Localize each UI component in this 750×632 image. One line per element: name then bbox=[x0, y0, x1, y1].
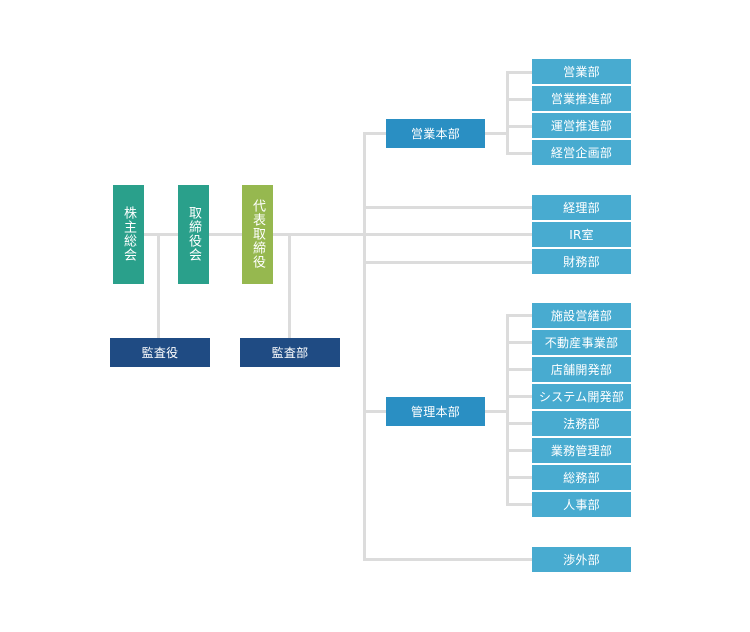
sales-promotion-department-box: 営業推進部 bbox=[532, 86, 631, 111]
auditor-box: 監査役 bbox=[110, 338, 210, 367]
finance-connector bbox=[363, 261, 532, 264]
sales-department-connector bbox=[506, 71, 532, 74]
accounting-department-box: 経理部 bbox=[532, 195, 631, 220]
management-departments-vertical-line bbox=[506, 314, 509, 506]
board-of-directors-box: 取締役会 bbox=[178, 185, 209, 284]
management-division-connector bbox=[363, 410, 386, 413]
finance-department-box: 財務部 bbox=[532, 249, 631, 274]
auditor-branch-line bbox=[157, 233, 160, 339]
sales-department-connector bbox=[506, 152, 532, 155]
audit-department-box: 監査部 bbox=[240, 338, 340, 367]
management-department-connector bbox=[506, 395, 532, 398]
management-division-box: 管理本部 bbox=[386, 397, 485, 426]
sales-division-connector bbox=[363, 132, 386, 135]
shareholders-meeting-box: 株主総会 bbox=[113, 185, 144, 284]
management-department-connector bbox=[506, 449, 532, 452]
sales-department-connector bbox=[506, 125, 532, 128]
store-development-department-box: 店舗開発部 bbox=[532, 357, 631, 382]
management-department-connector bbox=[506, 503, 532, 506]
management-department-connector bbox=[506, 476, 532, 479]
corporate-planning-department-box: 経営企画部 bbox=[532, 140, 631, 165]
management-department-connector bbox=[506, 368, 532, 371]
sales-departments-vertical-line bbox=[506, 71, 509, 155]
sales-division-box: 営業本部 bbox=[386, 119, 485, 148]
audit-department-branch-line bbox=[288, 233, 291, 339]
external-affairs-department-box: 渉外部 bbox=[532, 547, 631, 572]
ir-connector bbox=[363, 233, 532, 236]
central-vertical-line bbox=[363, 132, 366, 559]
business-management-department-box: 業務管理部 bbox=[532, 438, 631, 463]
legal-department-box: 法務部 bbox=[532, 411, 631, 436]
management-department-connector bbox=[506, 422, 532, 425]
sales-department-connector bbox=[506, 98, 532, 101]
operations-promotion-department-box: 運営推進部 bbox=[532, 113, 631, 138]
system-development-department-box: システム開発部 bbox=[532, 384, 631, 409]
management-division-right-connector bbox=[485, 410, 508, 413]
accounting-connector bbox=[363, 206, 532, 209]
real-estate-business-department-box: 不動産事業部 bbox=[532, 330, 631, 355]
representative-director-box: 代表取締役 bbox=[242, 185, 273, 284]
general-affairs-department-box: 総務部 bbox=[532, 465, 631, 490]
management-department-connector bbox=[506, 341, 532, 344]
external-affairs-connector bbox=[363, 558, 532, 561]
sales-division-right-connector bbox=[485, 132, 508, 135]
human-resources-department-box: 人事部 bbox=[532, 492, 631, 517]
sales-department-box: 営業部 bbox=[532, 59, 631, 84]
investor-relations-office-box: IR室 bbox=[532, 222, 631, 247]
management-department-connector bbox=[506, 314, 532, 317]
facility-maintenance-department-box: 施設営繕部 bbox=[532, 303, 631, 328]
